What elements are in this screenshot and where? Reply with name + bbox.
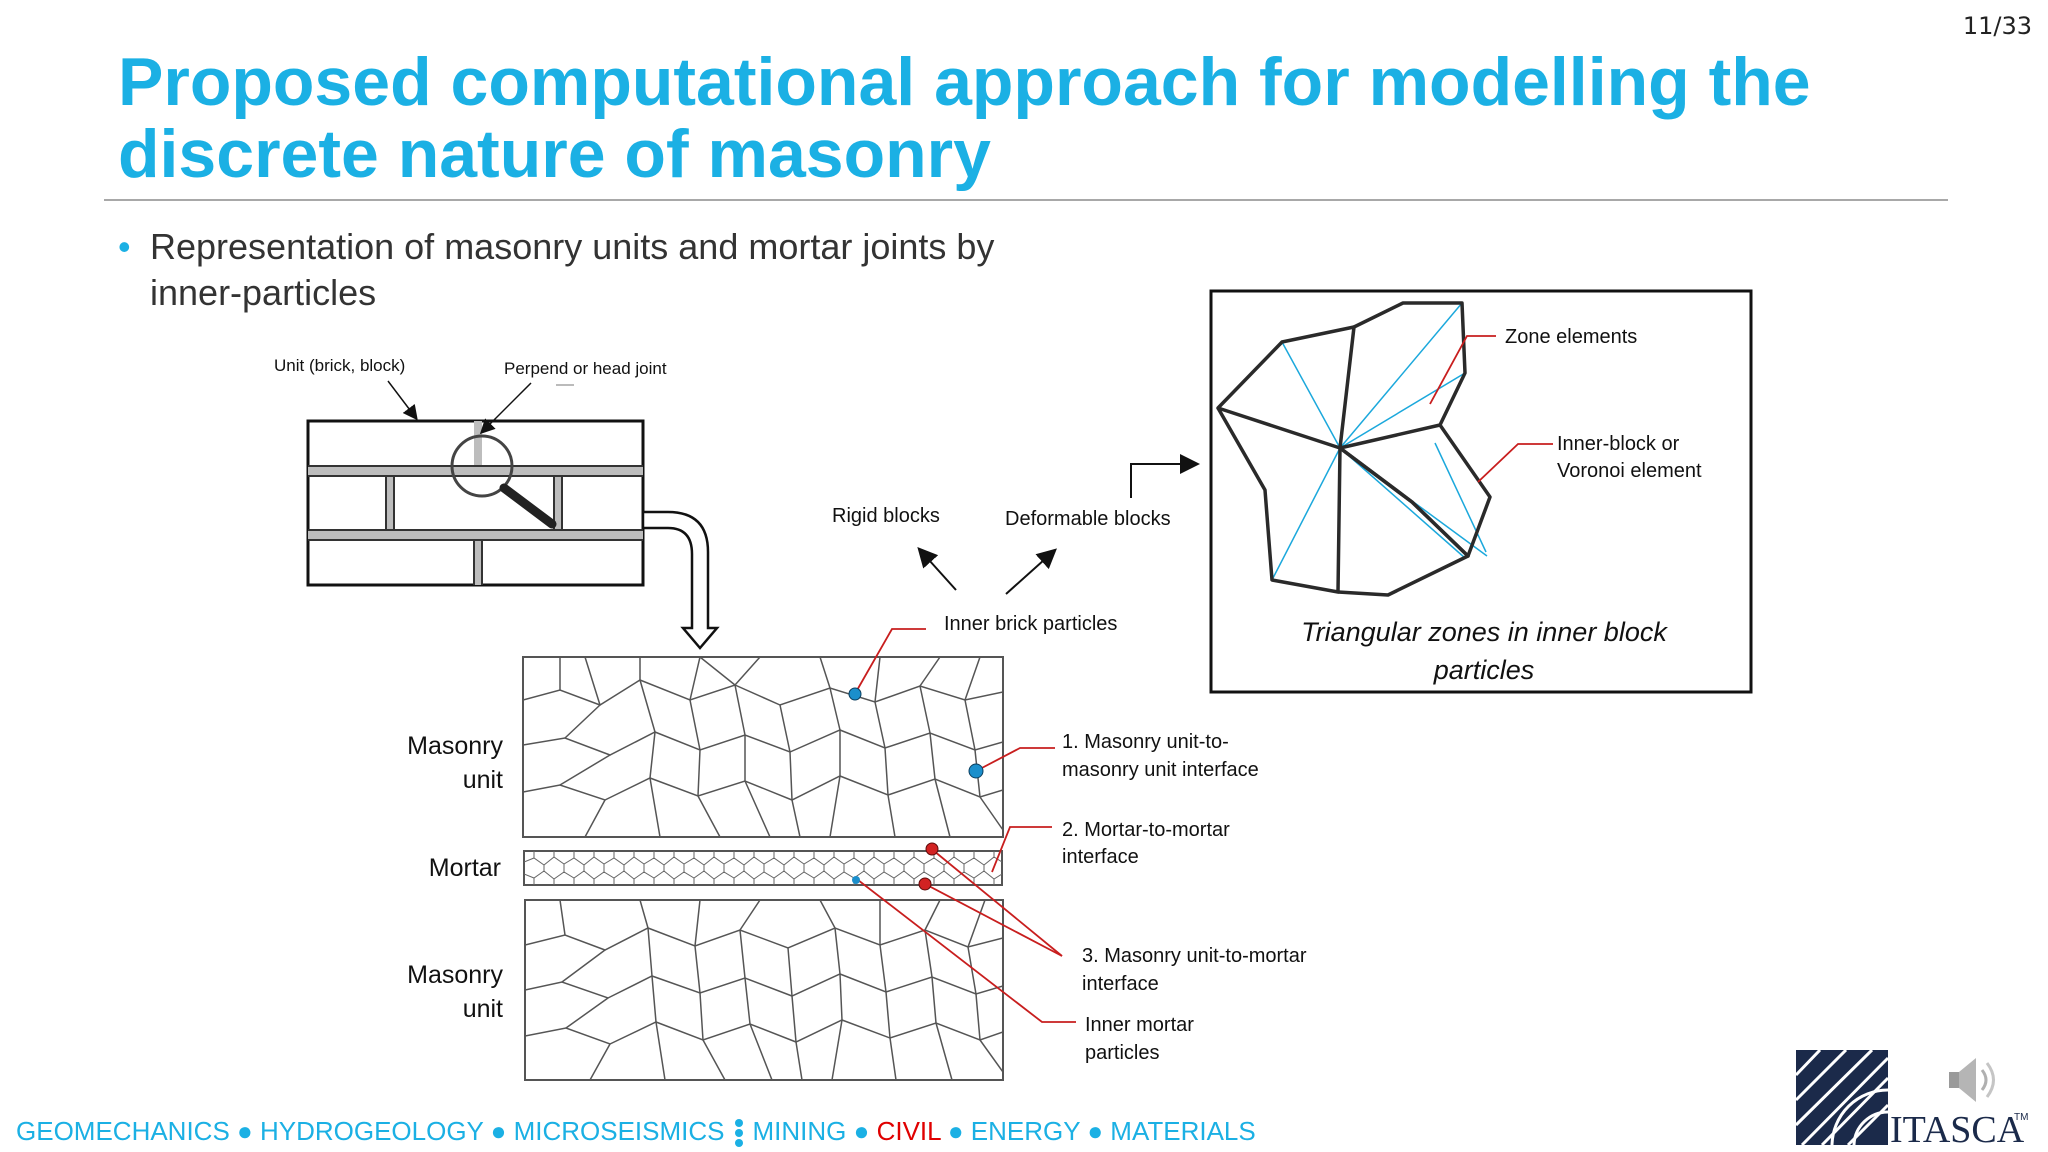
label-deformable-blocks: Deformable blocks	[1005, 508, 1171, 530]
label-masonry-unit-top-1: Masonry	[407, 732, 503, 760]
footer-divider-icon	[734, 1117, 743, 1149]
label-zone-elements: Zone elements	[1505, 326, 1637, 348]
label-unit: Unit (brick, block)	[274, 356, 405, 375]
mortar-layer	[523, 850, 1003, 886]
particle-markers	[848, 687, 984, 891]
inset-leader-lines	[1429, 335, 1553, 483]
masonry-unit-top	[522, 656, 1004, 838]
label-inner-mortar-line2: particles	[1085, 1042, 1159, 1064]
label-masonry-unit-bottom-1: Masonry	[407, 961, 503, 989]
label-interface-3-line2: interface	[1082, 973, 1159, 995]
label-inner-brick-particles: Inner brick particles	[944, 613, 1117, 635]
footer-item-highlight: CIVIL	[876, 1116, 941, 1146]
svg-text:TM: TM	[2014, 1112, 2028, 1123]
flow-arrow	[641, 510, 720, 650]
label-rigid-blocks: Rigid blocks	[832, 505, 940, 527]
bullet-dot: •	[118, 226, 131, 267]
label-interface-2-line2: interface	[1062, 846, 1139, 868]
label-inner-mortar-line1: Inner mortar	[1085, 1014, 1194, 1036]
label-masonry-unit-top-2: unit	[463, 766, 503, 794]
slide-title: Proposed computational approach for mode…	[118, 44, 1811, 192]
inset-caption-line2: particles	[1433, 655, 1535, 685]
footer-disciplines: GEOMECHANICS ● HYDROGEOLOGY ● MICROSEISM…	[16, 1116, 1256, 1149]
label-interface-3-line1: 3. Masonry unit-to-mortar	[1082, 945, 1307, 967]
inset-caption-line1: Triangular zones in inner block	[1301, 617, 1668, 647]
footer-item: ENERGY	[970, 1116, 1081, 1146]
svg-text:ITASCA: ITASCA	[1890, 1109, 2025, 1150]
brick-wall-illustration	[306, 419, 645, 587]
label-voronoi-line2: Voronoi element	[1557, 460, 1702, 482]
title-divider	[104, 199, 1948, 201]
page-number: 11/33	[1962, 12, 2032, 40]
label-perpend: Perpend or head joint	[504, 359, 667, 378]
magnifier-icon	[450, 434, 557, 529]
leader-lines	[855, 628, 1076, 1023]
footer-item: MICROSEISMICS	[513, 1116, 725, 1146]
speaker-icon[interactable]	[1944, 1050, 2004, 1110]
bullet-text: Representation of masonry units and mort…	[150, 226, 995, 313]
footer-item: HYDROGEOLOGY	[259, 1116, 484, 1146]
label-interface-2-line1: 2. Mortar-to-mortar	[1062, 819, 1230, 841]
masonry-unit-bottom	[524, 899, 1004, 1081]
label-mortar: Mortar	[429, 854, 501, 882]
inset-triangular-zones	[1209, 289, 1753, 694]
footer-item: GEOMECHANICS	[16, 1116, 230, 1146]
itasca-logo-icon: ITASCA TM	[1794, 1050, 2028, 1150]
bullet-item: • Representation of masonry units and mo…	[118, 224, 1078, 316]
footer-item: MINING	[752, 1116, 847, 1146]
label-interface-1-line2: masonry unit interface	[1062, 759, 1259, 781]
label-masonry-unit-bottom-2: unit	[463, 995, 503, 1023]
footer-item: MATERIALS	[1110, 1116, 1256, 1146]
label-voronoi-line1: Inner-block or	[1557, 433, 1680, 455]
label-interface-1-line1: 1. Masonry unit-to-	[1062, 731, 1229, 753]
